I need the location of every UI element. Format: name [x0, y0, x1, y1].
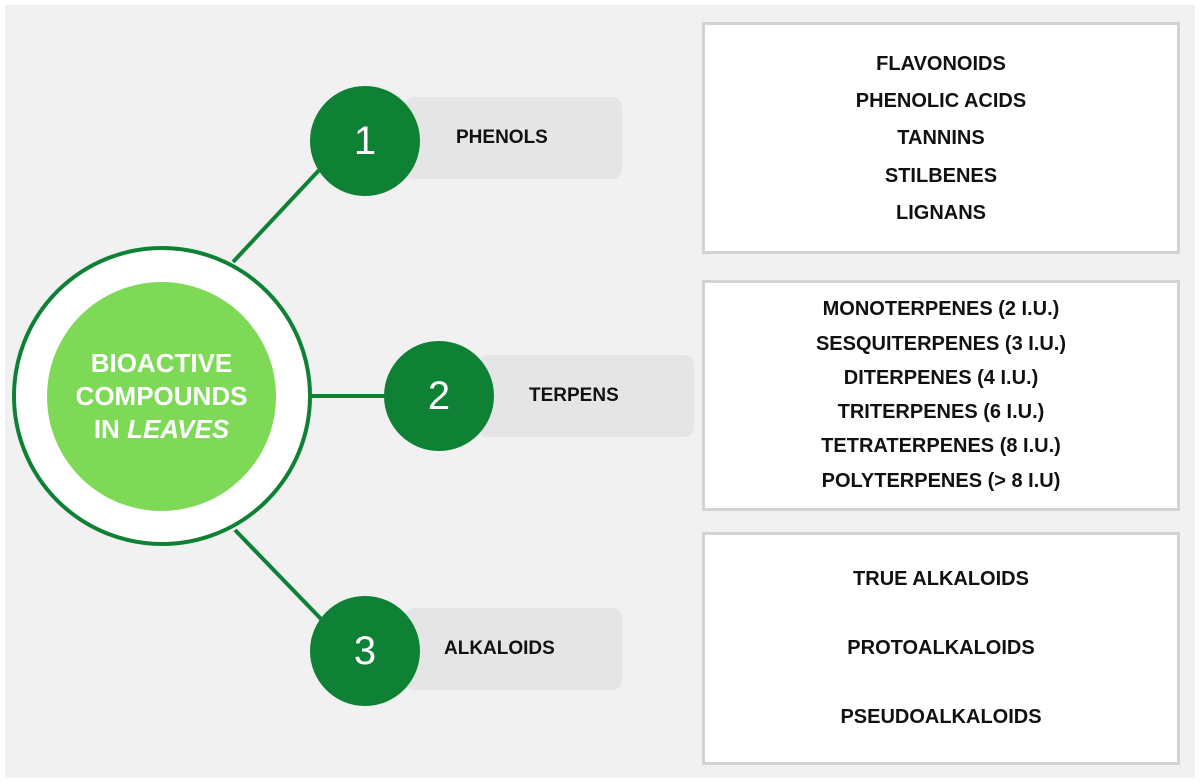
central-title-line-2: COMPOUNDS [75, 381, 248, 411]
terpens-subclass-item: TETRATERPENES (8 I.U.) [821, 435, 1061, 458]
category-tag-alkaloids: ALKALOIDS [404, 608, 622, 690]
category-tag-terpens: TERPENS [477, 355, 694, 437]
category-number-1-text: 1 [353, 118, 377, 163]
phenols-subclass-item: FLAVONOIDS [876, 53, 1006, 76]
terpens-subclass-box: MONOTERPENES (2 I.U.) SESQUITERPENES (3 … [702, 280, 1180, 511]
alkaloids-subclass-item: PSEUDOALKALOIDS [840, 706, 1042, 728]
category-number-1: 1 [310, 86, 420, 196]
category-number-2-text: 2 [427, 373, 451, 418]
terpens-subclass-item: SESQUITERPENES (3 I.U.) [815, 332, 1067, 355]
alkaloids-subclass-box: TRUE ALKALOIDS PROTOALKALOIDS PSEUDOALKA… [702, 532, 1180, 765]
category-label-terpens: TERPENS [529, 385, 619, 406]
terpens-subclass-item: MONOTERPENES (2 I.U.) [822, 298, 1060, 321]
category-label-alkaloids: ALKALOIDS [444, 638, 555, 659]
alkaloids-subclass-item: PROTOALKALOIDS [847, 637, 1035, 659]
category-label-phenols: PHENOLS [456, 127, 548, 148]
phenols-subclass-item: TANNINS [897, 127, 985, 150]
central-title-prefix: IN [93, 414, 128, 444]
alkaloids-subclass-item: TRUE ALKALOIDS [853, 568, 1029, 590]
terpens-subclass-item: DITERPENES (4 I.U.) [843, 366, 1039, 389]
category-tag-phenols: PHENOLS [404, 97, 622, 179]
category-number-3: 3 [310, 596, 420, 706]
category-number-3-text: 3 [353, 628, 377, 673]
phenols-subclass-item: LIGNANS [896, 201, 986, 224]
terpens-subclass-item: TRITERPENES (6 I.U.) [837, 401, 1045, 424]
central-title-italic: LEAVES [127, 414, 230, 444]
central-title-line-3: IN LEAVES [94, 413, 229, 446]
phenols-subclass-item: PHENOLIC ACIDS [855, 90, 1027, 113]
central-hub: BIOACTIVE COMPOUNDS IN LEAVES [47, 282, 276, 511]
central-title-line-1: BIOACTIVE [90, 348, 233, 378]
phenols-subclass-item: STILBENES [884, 164, 998, 187]
terpens-subclass-item: POLYTERPENES (> 8 I.U) [821, 469, 1061, 492]
connector-line-1 [231, 165, 324, 264]
phenols-subclass-box: FLAVONOIDS PHENOLIC ACIDS TANNINS STILBE… [702, 22, 1180, 254]
connector-line-3 [233, 528, 324, 622]
category-number-2: 2 [384, 341, 494, 451]
